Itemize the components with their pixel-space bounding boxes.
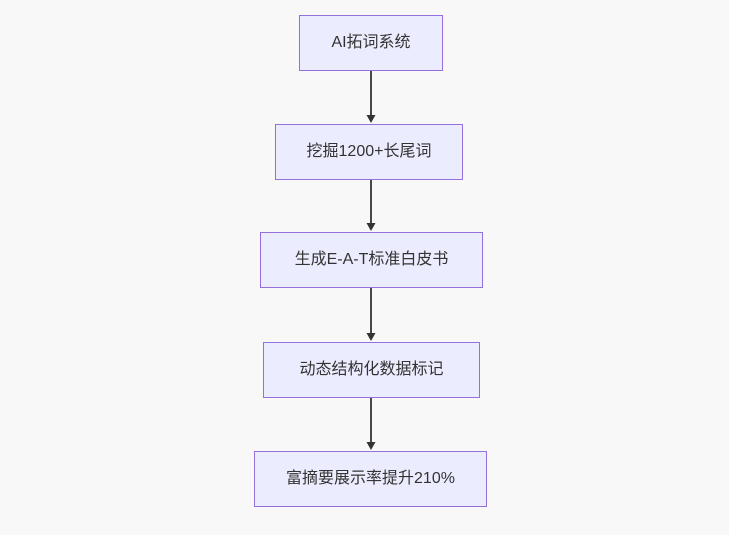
edge-2	[366, 180, 376, 231]
edge-1	[366, 71, 376, 123]
flow-node-structured-data: 动态结构化数据标记	[263, 342, 480, 398]
flow-node-label: 动态结构化数据标记	[299, 361, 444, 379]
flow-node-label: AI拓词系统	[331, 34, 411, 52]
flow-node-eat-whitepaper: 生成E-A-T标准白皮书	[260, 232, 483, 288]
arrowhead-down-icon	[366, 442, 376, 450]
arrowhead-down-icon	[366, 333, 376, 341]
flow-node-rich-snippet-result: 富摘要展示率提升210%	[254, 451, 487, 507]
flow-node-label: 生成E-A-T标准白皮书	[294, 251, 449, 269]
flow-node-label: 挖掘1200+长尾词	[306, 143, 432, 161]
edge-3	[366, 288, 376, 341]
flow-node-ai-word-expansion: AI拓词系统	[299, 15, 443, 71]
flow-node-longtail-mining: 挖掘1200+长尾词	[275, 124, 463, 180]
flow-node-label: 富摘要展示率提升210%	[286, 470, 455, 488]
arrowhead-down-icon	[366, 223, 376, 231]
edge-4	[366, 398, 376, 450]
arrowhead-down-icon	[366, 115, 376, 123]
